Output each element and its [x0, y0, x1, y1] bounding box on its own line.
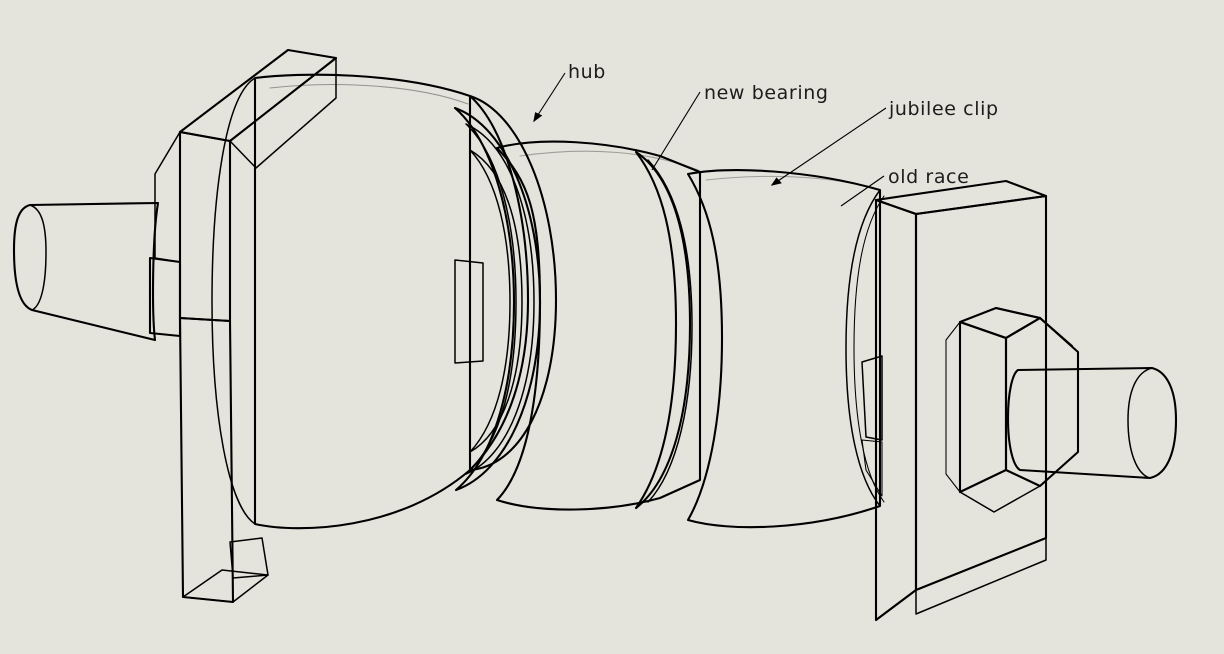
annotation-label-old-race: old race: [888, 166, 969, 188]
old-race: [686, 169, 885, 529]
annotation-label-jubilee-clip: jubilee clip: [888, 98, 999, 120]
annotation-layer: hub new bearing jubilee clip old race: [533, 61, 999, 207]
left-shaft-stub: [12, 201, 160, 342]
jubilee-clip: [634, 150, 693, 510]
annotation-new-bearing: new bearing: [651, 82, 829, 171]
leader-line-jubilee-clip: [770, 107, 887, 186]
right-flange-plate: [874, 179, 1048, 622]
leader-line-new-bearing: [651, 91, 701, 171]
hub-body: [211, 73, 558, 530]
annotation-label-hub: hub: [568, 61, 606, 83]
right-shaft-stub: [1006, 366, 1178, 480]
left-flange-bracket: [148, 48, 338, 604]
hub-bearing-ring-step: [453, 106, 542, 492]
annotation-old-race: old race: [840, 166, 969, 207]
annotation-label-new-bearing: new bearing: [704, 82, 829, 104]
annotation-jubilee-clip: jubilee clip: [770, 98, 999, 186]
annotation-hub: hub: [533, 61, 606, 123]
leader-line-old-race: [840, 175, 885, 207]
leader-line-hub: [533, 72, 566, 123]
new-bearing: [495, 140, 702, 511]
hex-nut: [945, 306, 1080, 513]
